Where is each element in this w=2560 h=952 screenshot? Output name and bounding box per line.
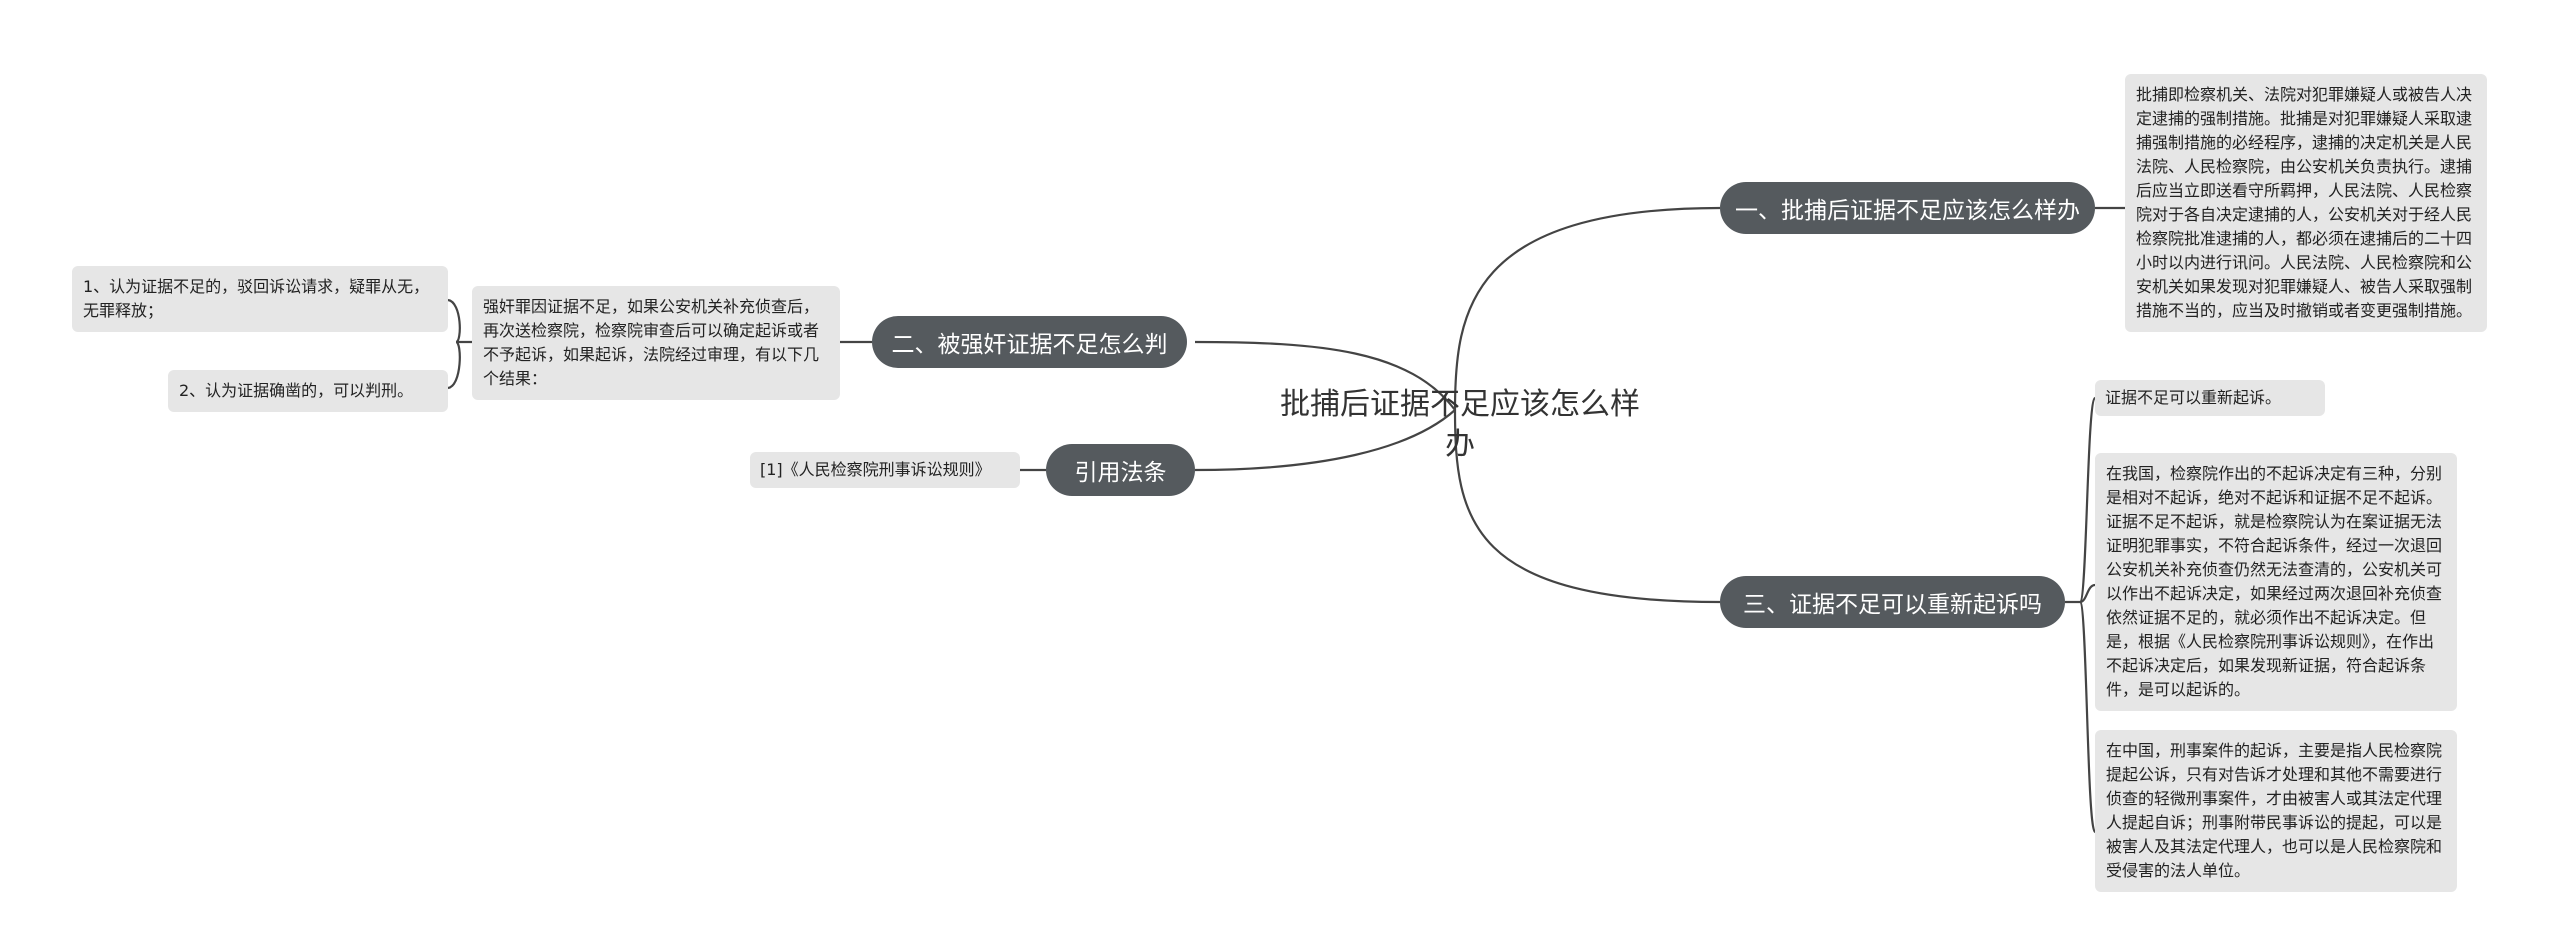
branch2-subnote-2: 2、认为证据确凿的，可以判刑。: [168, 370, 448, 412]
link-central-ref: [1194, 409, 1456, 472]
branch2-note: 强奸罪因证据不足，如果公安机关补充侦查后，再次送检察院，检察院审查后可以确定起诉…: [472, 286, 840, 400]
link-central-branch1: [1453, 206, 1721, 411]
central-topic[interactable]: 批捕后证据不足应该怎么样办: [1280, 387, 1640, 462]
branch3-note-3: 在中国，刑事案件的起诉，主要是指人民检察院提起公诉，只有对告诉才处理和其他不需要…: [2095, 730, 2457, 892]
branch-topic-2[interactable]: 二、被强奸证据不足怎么判: [872, 316, 1187, 368]
link-central-branch3: [1453, 409, 1721, 604]
branch3-note-1: 证据不足可以重新起诉。: [2095, 380, 2325, 416]
link-note-subnotes: [447, 298, 472, 390]
branch-topic-references[interactable]: 引用法条: [1046, 444, 1195, 496]
link-branch3-notes: [2065, 396, 2097, 834]
reference-note: [1]《人民检察院刑事诉讼规则》: [750, 452, 1020, 488]
branch-topic-1[interactable]: 一、批捕后证据不足应该怎么样办: [1720, 182, 2095, 234]
branch-topic-3[interactable]: 三、证据不足可以重新起诉吗: [1720, 576, 2065, 628]
branch3-note-2: 在我国，检察院作出的不起诉决定有三种，分别是相对不起诉，绝对不起诉和证据不足不起…: [2095, 453, 2457, 711]
branch2-subnote-1: 1、认为证据不足的，驳回诉讼请求，疑罪从无，无罪释放；: [72, 266, 448, 332]
link-central-branch2: [1194, 340, 1456, 411]
branch1-note: 批捕即检察机关、法院对犯罪嫌疑人或被告人决定逮捕的强制措施。批捕是对犯罪嫌疑人采…: [2125, 74, 2487, 332]
